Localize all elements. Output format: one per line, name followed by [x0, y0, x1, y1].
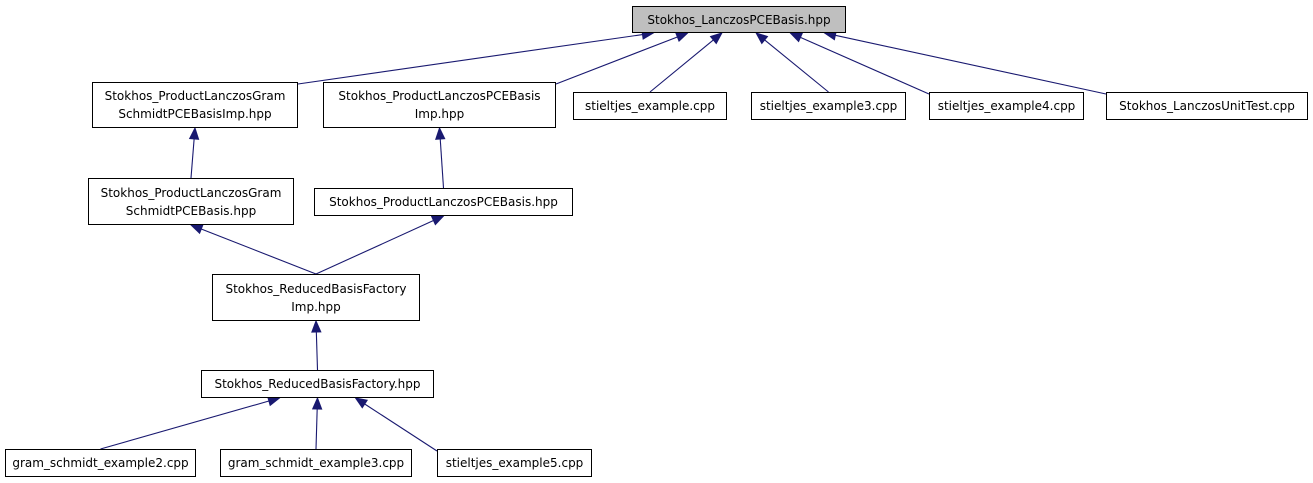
arrowhead-gram_schmidt_example3-to-reduced_factory: [311, 396, 323, 410]
arrowhead-product_imp-to-root: [675, 32, 689, 43]
node-label-line: stieltjes_example4.cpp: [937, 99, 1076, 113]
arrowhead-reduced_factory-to-reduced_factory_imp: [311, 319, 322, 333]
node-label-line: gram_schmidt_example3.cpp: [227, 456, 405, 470]
edge-product_imp-to-root: [555, 36, 678, 85]
arrowhead-stieltjes_example-to-root: [709, 32, 723, 45]
node-stieltjes-example5[interactable]: stieltjes_example5.cpp: [437, 449, 592, 477]
node-label-line: Stokhos_LanczosUnitTest.cpp: [1119, 99, 1295, 113]
node-label-line: Imp.hpp: [414, 107, 465, 121]
arrowhead-gram_schmidt-to-gram_schmidt_imp: [188, 126, 200, 140]
arrowhead-stieltjes_example4-to-root: [789, 32, 803, 43]
node-reduced-basis-factory[interactable]: Stokhos_ReducedBasisFactory.hpp: [201, 370, 434, 398]
edge-gram_schmidt_example2-to-reduced_factory: [100, 400, 270, 450]
node-label-line: Stokhos_ReducedBasisFactory: [225, 281, 407, 296]
node-product-lanczos-gram-schmidt-pce-basis[interactable]: Stokhos_ProductLanczosGram SchmidtPCEBas…: [88, 178, 294, 225]
node-product-lanczos-pce-basis-imp[interactable]: Stokhos_ProductLanczosPCEBasis Imp.hpp: [323, 82, 556, 128]
edge-stieltjes_example5-to-reduced_factory: [364, 403, 438, 452]
edge-gram_schmidt_imp-to-root: [297, 34, 643, 85]
node-stieltjes-example[interactable]: stieltjes_example.cpp: [573, 92, 727, 120]
arrowhead-reduced_factory_imp-to-gram_schmidt: [189, 224, 204, 235]
edge-reduced_factory_imp-to-gram_schmidt: [201, 228, 317, 275]
node-label-line: Stokhos_ProductLanczosPCEBasis: [338, 89, 541, 103]
node-label-line: Stokhos_ProductLanczosGram: [100, 185, 282, 200]
arrowhead-stieltjes_example3-to-root: [755, 32, 769, 45]
edge-stieltjes_example-to-root: [649, 39, 714, 93]
node-label-line: Stokhos_ProductLanczosGram: [104, 89, 286, 103]
node-label-line: stieltjes_example5.cpp: [445, 456, 584, 470]
arrowhead-reduced_factory_imp-to-product: [430, 215, 445, 226]
node-gram-schmidt-example2[interactable]: gram_schmidt_example2.cpp: [5, 449, 196, 477]
node-stokhos-lanczos-pce-basis: Stokhos_LanczosPCEBasis.hpp: [632, 6, 846, 33]
node-reduced-basis-factory-imp[interactable]: Stokhos_ReducedBasisFactory Imp.hpp: [212, 274, 420, 321]
node-product-lanczos-pce-basis[interactable]: Stokhos_ProductLanczosPCEBasis.hpp: [314, 188, 573, 216]
node-label-line: SchmidtPCEBasisImp.hpp: [118, 107, 272, 121]
node-label-line: SchmidtPCEBasis.hpp: [125, 203, 257, 218]
node-stieltjes-example4[interactable]: stieltjes_example4.cpp: [929, 92, 1084, 120]
edge-reduced_factory-to-reduced_factory_imp: [315, 331, 319, 371]
node-lanczos-unit-test[interactable]: Stokhos_LanczosUnitTest.cpp: [1106, 92, 1308, 120]
edge-product-to-product_imp: [439, 138, 445, 189]
node-product-lanczos-gram-schmidt-pce-basis-imp[interactable]: Stokhos_ProductLanczosGram SchmidtPCEBas…: [92, 82, 298, 128]
arrowhead-product-to-product_imp: [435, 126, 446, 140]
node-label-line: Stokhos_ReducedBasisFactory.hpp: [214, 377, 421, 391]
node-stieltjes-example3[interactable]: stieltjes_example3.cpp: [751, 92, 906, 120]
node-label-line: Stokhos_LanczosPCEBasis.hpp: [647, 12, 831, 27]
edge-lanczos_unit_test-to-root: [835, 34, 1107, 95]
edge-gram_schmidt-to-gram_schmidt_imp: [190, 138, 195, 179]
node-label-line: Imp.hpp: [291, 299, 341, 314]
node-gram-schmidt-example3[interactable]: gram_schmidt_example3.cpp: [220, 449, 412, 477]
node-label-line: stieltjes_example.cpp: [585, 99, 715, 113]
node-label-line: Stokhos_ProductLanczosPCEBasis.hpp: [329, 195, 558, 209]
arrowhead-stieltjes_example5-to-reduced_factory: [354, 397, 369, 409]
edge-stieltjes_example4-to-root: [800, 36, 930, 95]
node-label-line: gram_schmidt_example2.cpp: [12, 456, 189, 470]
edge-reduced_factory_imp-to-product: [315, 220, 434, 275]
edge-stieltjes_example3-to-root: [764, 39, 829, 93]
edge-gram_schmidt_example3-to-reduced_factory: [315, 408, 318, 450]
node-label-line: stieltjes_example3.cpp: [759, 99, 898, 113]
